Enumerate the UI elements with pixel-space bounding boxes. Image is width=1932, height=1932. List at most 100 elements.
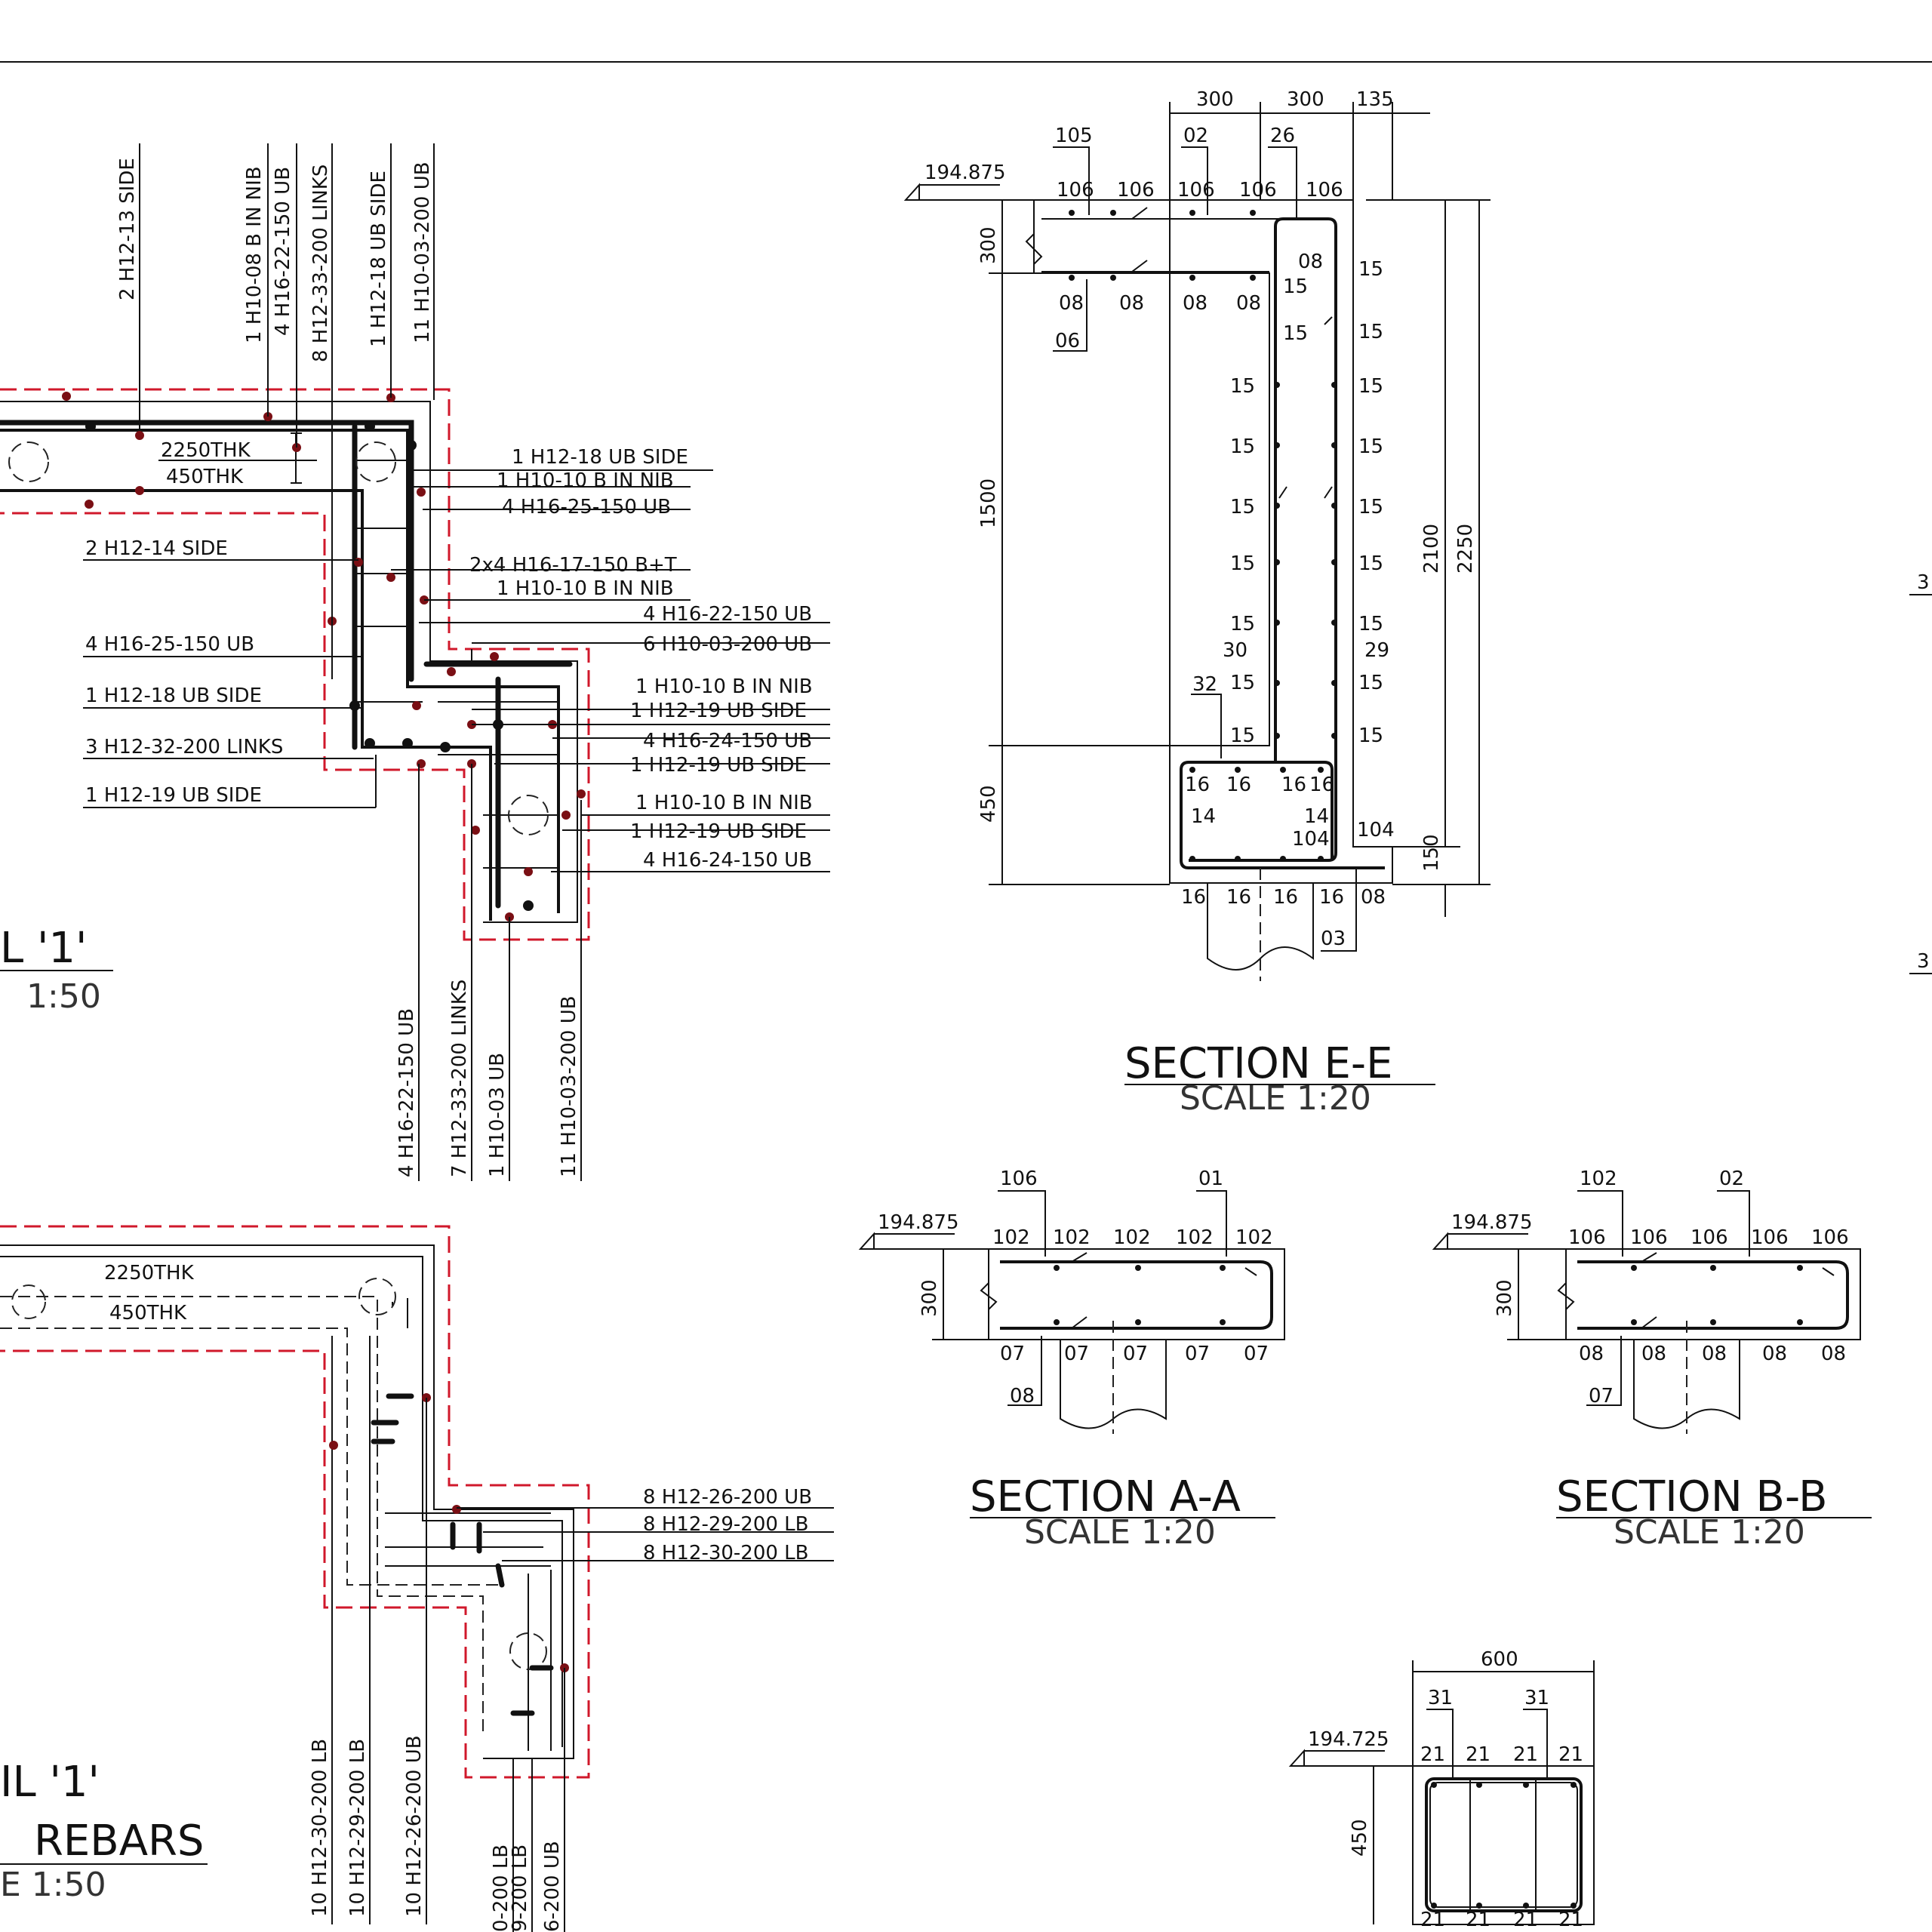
bar-mark: 106 [1057,179,1094,202]
bar-mark: 102 [1053,1226,1091,1249]
leaders [998,1190,1227,1406]
pile-circle [8,441,49,482]
dim-label: 300 [1287,88,1324,111]
level-marker [1432,1232,1566,1250]
section-title: SECTION B-B [1556,1472,1828,1521]
bar-symbols [371,1393,554,1716]
bar-mark: 106 [1117,179,1155,202]
pile-cap-outline [0,388,590,941]
detail-scale: E 1:50 [0,1866,106,1904]
bar-mark: 30 [1223,639,1247,662]
section-outline [1033,199,1393,884]
bar-mark: 105 [1055,125,1093,147]
right-callouts: 1 H12-18 UB SIDE 1 H10-10 B IN NIB 4 H16… [391,446,830,872]
level-label: 194.875 [924,162,1006,184]
main-bar-2 [0,489,492,921]
slab-thickness-label: 2250THK [161,439,251,462]
callout-label: 4 H16-24-150 UB [643,849,812,872]
bar-mark: 16 [1226,774,1251,796]
bar-mark: 21 [1420,1743,1445,1766]
pile-circle-2 [355,441,396,482]
bar-dots [1054,1265,1226,1325]
bar-mark: 21 [1420,1909,1445,1931]
bar-mark: 21 [1466,1743,1491,1766]
callout-label: 1 H12-19 UB SIDE [630,754,807,777]
callout-vertical: 11 H10-03-200 UB [558,995,580,1177]
bar-dots [1631,1265,1803,1325]
detail-title: L '1' [0,924,87,973]
bar-mark: 06 [1055,330,1080,352]
callout-label: 8 H12-30-200 LB [643,1542,809,1564]
bar-mark: 08 [1821,1343,1846,1365]
bar-mark: 08 [1236,292,1261,315]
bottom-vertical-callouts: 0-200 LB 9-200 LB 6-200 UB [490,1668,565,1932]
bar-dots [1431,1782,1577,1909]
bar-mark: 08 [1010,1385,1035,1407]
bar-mark: 08 [1183,292,1208,315]
bar-mark: 08 [1119,292,1144,315]
main-bar [0,429,560,913]
bar-mark: 15 [1358,552,1383,575]
bar-mark: 15 [1283,322,1308,345]
bar-mark: 08 [1059,292,1084,315]
rebar-link [1425,1777,1583,1912]
bottom-vertical-callouts: 4 H16-22-150 UB 7 H12-33-200 LINKS 1 H10… [395,764,582,1181]
callout-vertical: 1 H12-18 UB SIDE [368,171,390,347]
bar-mark: 08 [1298,251,1323,273]
bar-mark: 15 [1230,496,1255,518]
bar-mark: 106 [1000,1168,1038,1190]
bar-mark: 15 [1230,613,1255,635]
callout-label: 6 H10-03-200 UB [643,633,812,656]
bar-mark: 21 [1558,1743,1583,1766]
callout-label: 2x4 H16-17-150 B+T [469,554,677,577]
top-bar [1041,218,1283,272]
detail-lower: 2250THK 450THK 8 H12-26-200 UB 8 H12-29-… [0,1225,834,1932]
dim-label: 300 [1494,1279,1516,1317]
bar-mark: 106 [1568,1226,1606,1249]
bar-mark: 07 [1589,1385,1614,1407]
bar-mark: 106 [1690,1226,1728,1249]
slab-thickness-label: 450THK [109,1302,187,1324]
callout-label: 1 H12-18 UB SIDE [85,685,262,707]
bar-mark: 102 [1235,1226,1273,1249]
bar-mark: 102 [1176,1226,1214,1249]
vertical-callouts: 10 H12-30-200 LB 10 H12-29-200 LB 10 H12… [309,1398,427,1924]
bar-mark: 15 [1358,258,1383,281]
bar-mark: 08 [1702,1343,1727,1365]
bar-mark: 106 [1239,179,1277,202]
bar-mark: 15 [1230,435,1255,458]
bar-mark: 07 [1000,1343,1025,1365]
bar-mark: 07 [1185,1343,1210,1365]
bar-dots [1069,210,1337,862]
level-marker [903,183,1034,201]
bar-mark: 16 [1319,886,1344,909]
lap-marks [1071,1252,1257,1329]
dim-label: 1500 [977,478,1000,528]
bar-mark: 106 [1751,1226,1789,1249]
slab-outline-2 [0,1256,563,1747]
detail-plan: 2250THK 450THK 2 H12-13 SIDE 1 H1 [0,143,830,1181]
break-line [980,1253,998,1340]
bar-mark: 106 [1177,179,1215,202]
bar-markers [62,392,586,921]
section-scale: SCALE 1:20 [1614,1513,1805,1552]
callout-label: 4 H16-25-150 UB [502,496,671,518]
slab-thickness-label: 2250THK [104,1262,195,1284]
level-marker [858,1232,989,1250]
bar-mark: 08 [1361,886,1386,909]
bar-mark: 106 [1306,179,1343,202]
bar-mark: 14 [1191,805,1216,828]
section-title: SECTION E-E [1124,1039,1393,1088]
bar-mark: 15 [1358,321,1383,343]
break-line [1557,1253,1575,1340]
bar-mark: 08 [1641,1343,1666,1365]
section-title: SECTION A-A [970,1472,1241,1521]
bar-mark: 02 [1719,1168,1744,1190]
callout-label: 1 H10-10 B IN NIB [635,792,813,814]
dim-label: 450 [977,785,1000,823]
dimension-ticks [291,432,333,679]
slab-outline [0,1244,574,1759]
leaders [1577,1190,1750,1406]
dimension-lines [932,1249,989,1340]
dim-label: 2100 [1420,524,1443,574]
